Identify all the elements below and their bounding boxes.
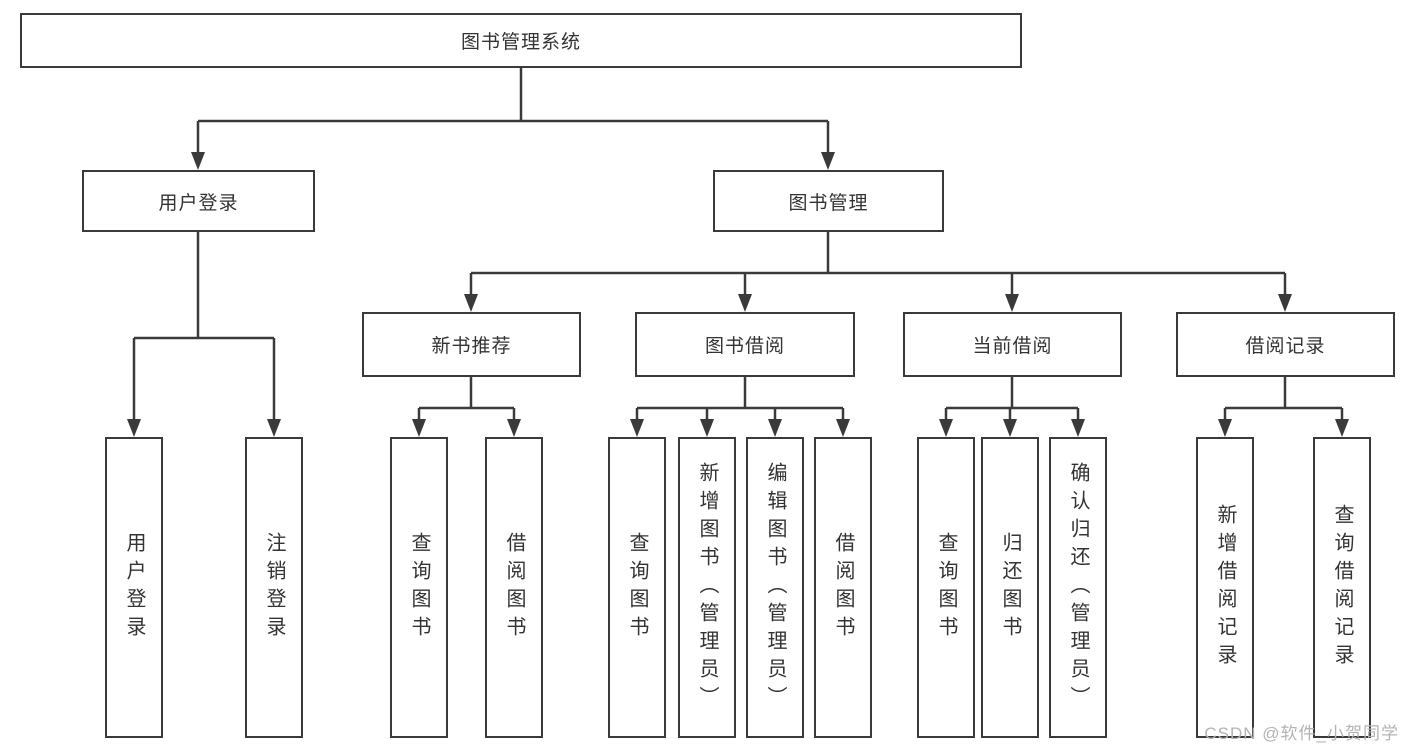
- node-new-book-recommendation: 新书推荐: [362, 312, 581, 377]
- arrowhead-icon: [507, 419, 521, 437]
- leaf-logout: 注销登录: [245, 437, 303, 738]
- leaf-query-books-current: 查询图书: [917, 437, 975, 738]
- arrowhead-icon: [836, 419, 850, 437]
- arrowhead-icon: [412, 419, 426, 437]
- arrowhead-icon: [1218, 419, 1232, 437]
- leaf-edit-book-admin: 编辑图书（管理员）: [746, 437, 804, 738]
- leaf-confirm-return-admin: 确认归还（管理员）: [1049, 437, 1107, 738]
- arrowhead-icon: [464, 294, 478, 312]
- arrowhead-icon: [1005, 294, 1019, 312]
- node-book-borrowing: 图书借阅: [635, 312, 855, 377]
- leaf-borrow-books-borrowing: 借阅图书: [814, 437, 872, 738]
- arrowhead-icon: [630, 419, 644, 437]
- node-library-system: 图书管理系统: [20, 13, 1022, 68]
- connector-current-borrowing-to-leaves: [944, 377, 1080, 423]
- arrowhead-icon: [821, 152, 835, 170]
- arrowhead-icon: [1278, 294, 1292, 312]
- connector-book-borrowing-to-leaves: [635, 377, 845, 423]
- leaf-return-books: 归还图书: [981, 437, 1039, 738]
- leaf-query-borrow-record: 查询借阅记录: [1313, 437, 1371, 738]
- arrowhead-icon: [267, 419, 281, 437]
- node-current-borrowing: 当前借阅: [903, 312, 1122, 377]
- leaf-borrow-books-recommendation: 借阅图书: [485, 437, 543, 738]
- leaf-add-book-admin: 新增图书（管理员）: [678, 437, 736, 738]
- arrowhead-icon: [1071, 419, 1085, 437]
- connector-new-book-recommendation-to-leaves: [417, 377, 516, 423]
- leaf-add-borrow-record: 新增借阅记录: [1196, 437, 1254, 738]
- connector-root-to-level2: [196, 68, 830, 156]
- node-borrowing-records: 借阅记录: [1176, 312, 1395, 377]
- arrowhead-icon: [768, 419, 782, 437]
- connector-book-management-to-level3: [469, 232, 1287, 298]
- connector-user-login-to-leaves: [132, 232, 276, 423]
- leaf-query-books-borrowing: 查询图书: [608, 437, 666, 738]
- arrowhead-icon: [1335, 419, 1349, 437]
- arrowhead-icon: [700, 419, 714, 437]
- arrowhead-icon: [127, 419, 141, 437]
- leaf-user-login: 用户登录: [105, 437, 163, 738]
- node-book-management: 图书管理: [713, 170, 944, 232]
- arrowhead-icon: [191, 152, 205, 170]
- arrowhead-icon: [738, 294, 752, 312]
- leaf-query-books-recommendation: 查询图书: [390, 437, 448, 738]
- arrowhead-icon: [1003, 419, 1017, 437]
- connector-borrowing-records-to-leaves: [1223, 377, 1344, 423]
- arrowhead-icon: [939, 419, 953, 437]
- node-user-login: 用户登录: [82, 170, 315, 232]
- csdn-watermark: CSDN @软件_小贺同学: [1204, 724, 1399, 743]
